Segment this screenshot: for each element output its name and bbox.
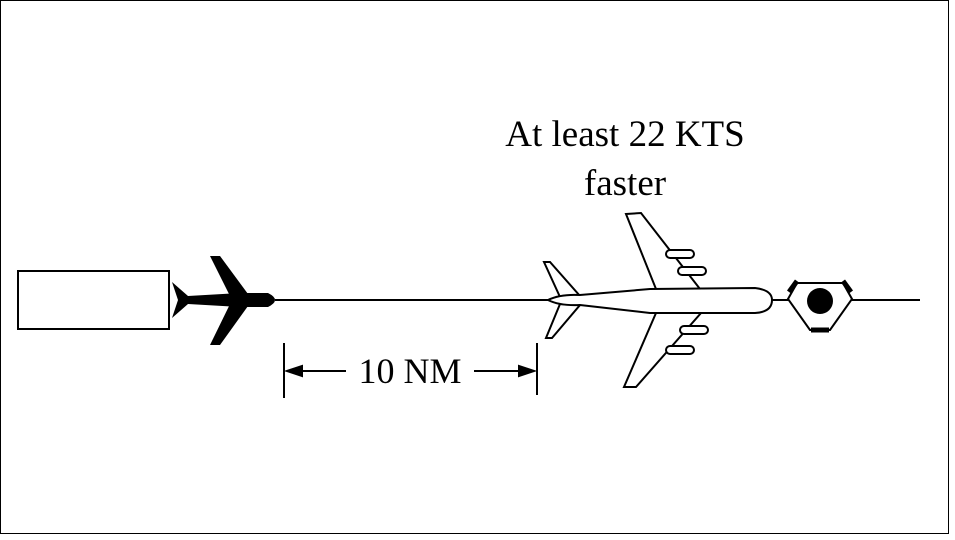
speed-label-line1: At least 22 KTS: [505, 114, 744, 155]
banner-box: [17, 270, 170, 330]
vor-station-icon: [786, 279, 854, 333]
leading-aircraft-icon: [542, 211, 774, 388]
distance-label: 10 NM: [358, 351, 461, 391]
trailing-aircraft-icon: [172, 256, 275, 345]
distance-dimension: [283, 343, 538, 398]
arrow-left-icon: [283, 364, 303, 378]
arrow-right-icon: [518, 364, 538, 378]
speed-label-line2: faster: [584, 163, 666, 204]
